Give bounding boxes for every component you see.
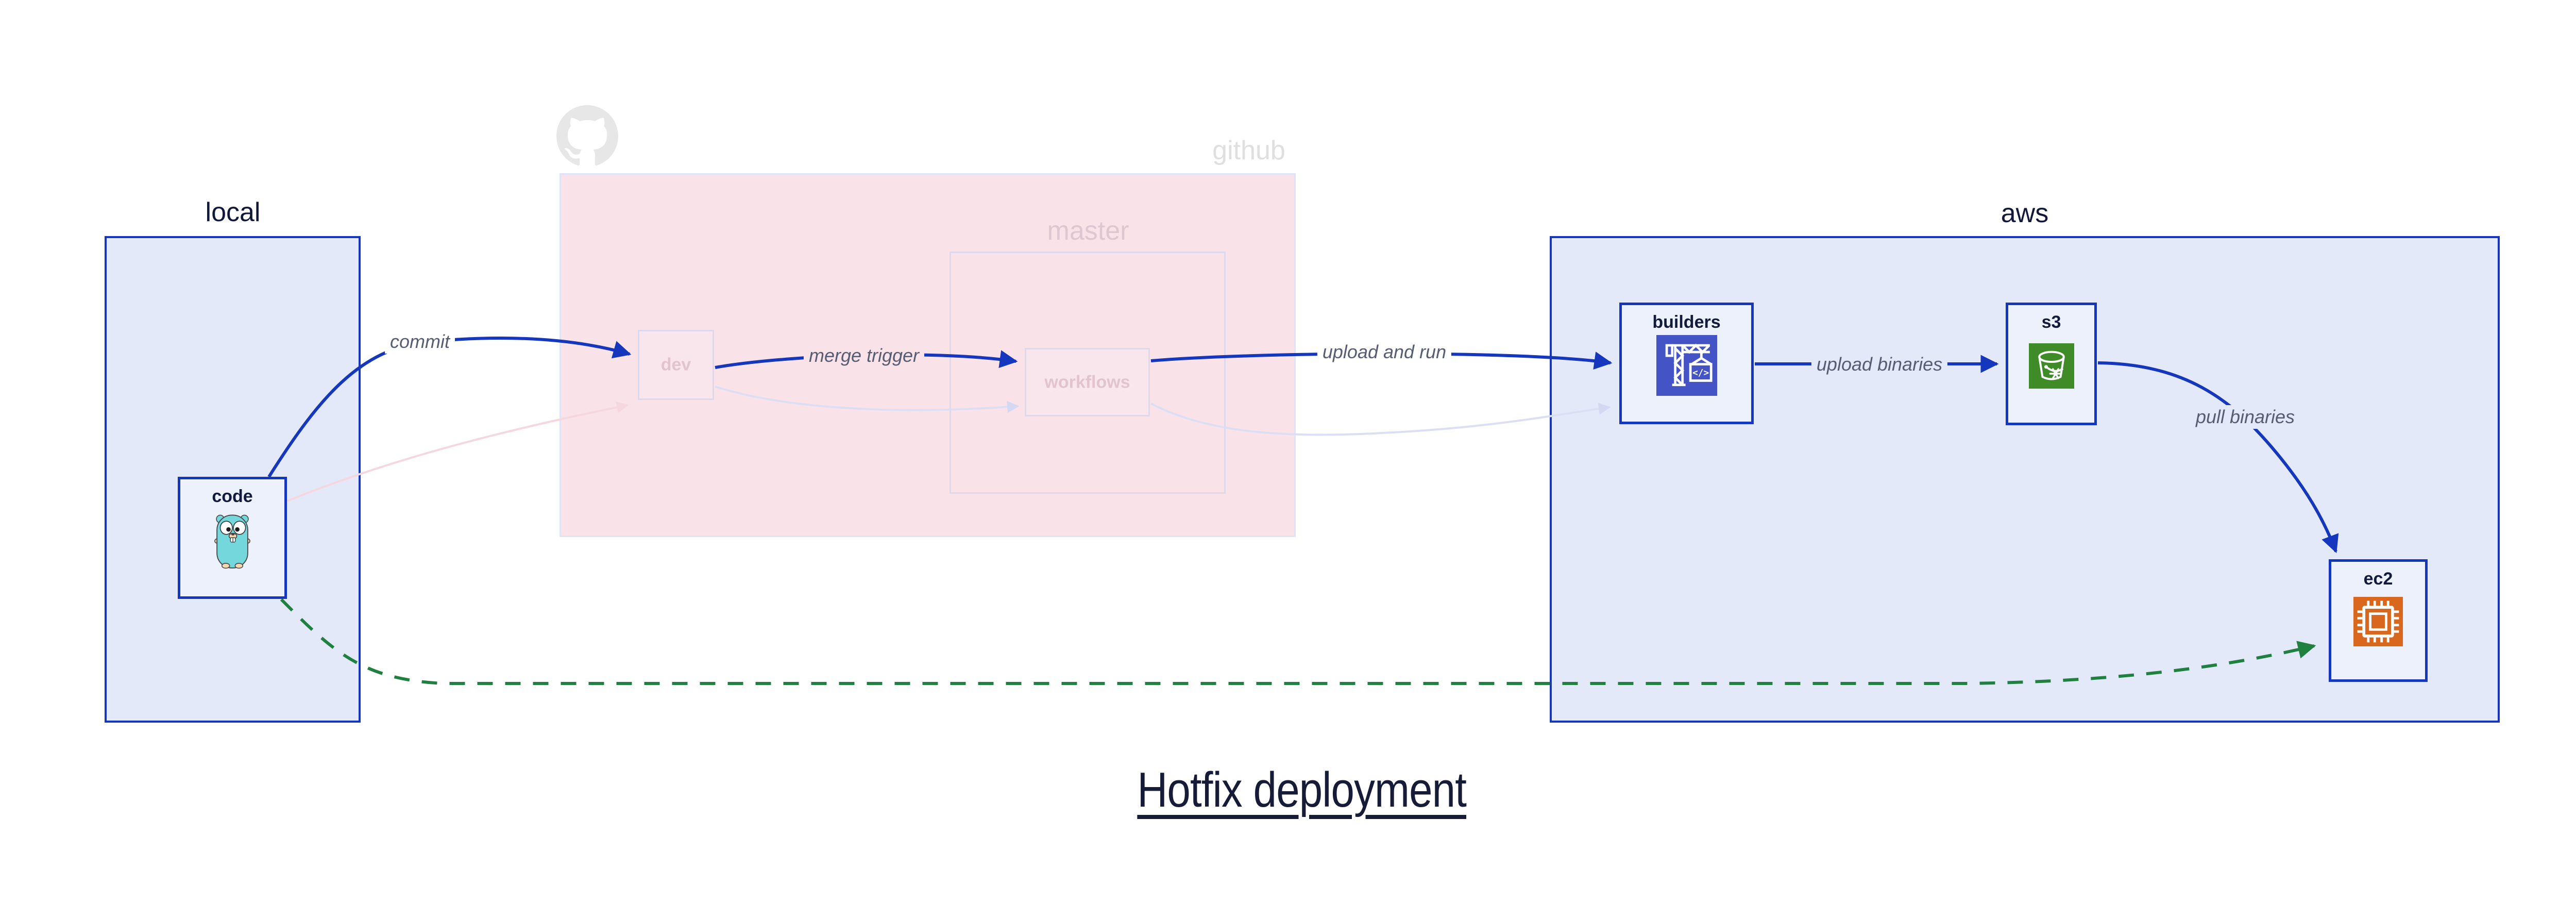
- node-ec2: ec2: [2329, 559, 2428, 682]
- node-s3-label: s3: [2041, 312, 2061, 332]
- edge-label-commit: commit: [385, 330, 455, 354]
- ec2-chip-icon: [2353, 597, 2403, 646]
- node-code-label: code: [212, 487, 253, 506]
- node-dev-label: dev: [660, 355, 691, 375]
- diagram-title-text: Hotfix deployment: [1137, 762, 1467, 817]
- node-builders-label: builders: [1652, 312, 1721, 332]
- svg-text:</>: </>: [1692, 368, 1709, 378]
- s3-bucket-snowflake-icon: [2028, 343, 2074, 389]
- gopher-icon: [214, 514, 250, 569]
- node-workflows-label: workflows: [1044, 372, 1130, 392]
- node-code: code: [178, 477, 287, 599]
- cluster-label-local: local: [205, 197, 261, 227]
- edge-label-upload-and-run: upload and run: [1317, 340, 1452, 364]
- edge-label-merge-trigger: merge trigger: [803, 344, 925, 368]
- cluster-label-github: github: [1212, 136, 1285, 165]
- github-octocat-logo-icon: [556, 105, 618, 166]
- codebuild-crane-icon: </>: [1656, 335, 1717, 396]
- cluster-label-aws: aws: [2001, 198, 2049, 228]
- node-builders: builders </>: [1619, 303, 1754, 424]
- cluster-master: [950, 252, 1226, 494]
- cluster-label-master: master: [1047, 216, 1129, 246]
- node-ec2-label: ec2: [2363, 569, 2393, 589]
- edge-label-pull-binaries: pull binaries: [2190, 405, 2300, 429]
- node-workflows: workflows: [1025, 348, 1150, 416]
- edge-label-upload-binaries: upload binaries: [1811, 353, 1948, 376]
- node-s3: s3: [2006, 303, 2097, 425]
- node-dev: dev: [638, 330, 714, 400]
- diagram-title: Hotfix deployment: [0, 762, 2576, 819]
